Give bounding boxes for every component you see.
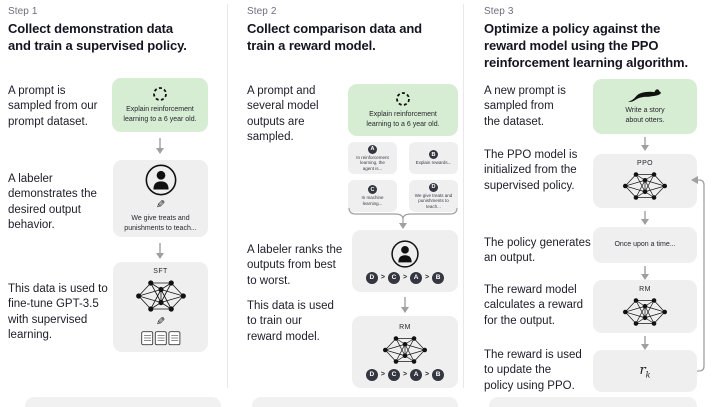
arrow-down-icon xyxy=(640,336,650,351)
bottom-card-edge xyxy=(489,397,697,407)
neural-net-icon xyxy=(135,278,187,314)
output-box-d: D We give treats and punishments to teac… xyxy=(409,180,458,212)
labeler-icon xyxy=(144,163,178,197)
pencil-icon: ✎ xyxy=(155,316,166,328)
rm-model-label: RM xyxy=(639,285,651,293)
rank-separator: > xyxy=(402,274,408,281)
bottom-card-edge xyxy=(252,397,458,407)
output-letter-badge: D xyxy=(429,182,438,192)
arrow-down-icon xyxy=(400,297,410,314)
step-2-prompt-box: Explain reinforcement learning to a 6 ye… xyxy=(348,84,458,136)
output-box-c: C In machine learning... xyxy=(348,180,397,212)
rank-separator: > xyxy=(425,274,430,281)
ppo-model-label: PPO xyxy=(637,160,653,167)
step-1-prompt-text: Explain reinforcement learning to a 6 ye… xyxy=(123,105,197,123)
step-2-train-label: This data is used to train our reward mo… xyxy=(247,300,334,343)
ranking-row: D > C > A > B xyxy=(365,271,445,284)
arrow-down-icon xyxy=(640,211,650,226)
step-1-demo-text: We give treats and punishments to teach.… xyxy=(124,215,197,232)
ranking-row: D > C > A > B xyxy=(365,368,445,381)
rank-circle: C xyxy=(387,368,400,381)
step-2-rm-box: RM D > C > A > B xyxy=(352,316,458,388)
step-3-output-label: The policy generates an output. xyxy=(484,237,591,265)
step-3-output-box: Once upon a time... xyxy=(593,227,697,263)
output-text: We give treats and punishments to teach.… xyxy=(414,192,453,209)
step-2-prompt-label: A prompt and several model outputs are s… xyxy=(247,85,319,144)
step-2-prompt-text: Explain reinforcement learning to a 6 ye… xyxy=(366,110,440,128)
arrow-down-icon xyxy=(155,243,165,260)
step-1-label: Step 1 xyxy=(8,6,38,17)
rm-model-label: RM xyxy=(399,323,411,331)
arrow-down-icon xyxy=(640,137,650,152)
step-3-prompt-label: A new prompt is sampled from the dataset… xyxy=(484,85,566,128)
neural-net-icon xyxy=(622,296,668,328)
rank-circle: D xyxy=(365,271,378,284)
step-3-prompt-text: Write a story about otters. xyxy=(625,107,665,124)
output-box-b: B Explain rewards... xyxy=(409,142,458,174)
step-3-label: Step 3 xyxy=(484,6,514,17)
step-1-prompt-label: A prompt is sampled from our prompt data… xyxy=(8,85,98,128)
arrow-down-icon xyxy=(155,138,165,155)
step-1-sft-box: SFT ✎ xyxy=(113,262,208,352)
rank-separator: > xyxy=(425,371,430,378)
step-1-finetune-label: This data is used to fine-tune GPT-3.5 w… xyxy=(8,283,108,342)
output-letter-badge: A xyxy=(368,144,377,154)
step-3-output-text: Once upon a time... xyxy=(614,241,676,249)
brace-arrow-icon xyxy=(348,207,458,231)
rank-circle: B xyxy=(432,271,445,284)
column-divider xyxy=(463,4,464,388)
step-3-rm-box: RM xyxy=(593,280,697,333)
step-2-labeler-box: D > C > A > B xyxy=(352,230,458,292)
output-letter-badge: C xyxy=(368,185,377,195)
otter-icon xyxy=(628,87,662,103)
rank-separator: > xyxy=(402,371,408,378)
sampling-icon xyxy=(395,91,411,107)
step-1-prompt-box: Explain reinforcement learning to a 6 ye… xyxy=(112,78,208,132)
step-3-reward-value-box: rk xyxy=(593,350,697,392)
labeler-icon xyxy=(390,239,420,269)
output-box-a: A In reinforcement learning, the agent i… xyxy=(348,142,397,174)
rank-circle: B xyxy=(432,368,445,381)
step-3-ppo-label: The PPO model is initialized from the su… xyxy=(484,149,578,192)
reward-symbol: rk xyxy=(639,362,651,380)
step-2-title: Collect comparison data and train a rewa… xyxy=(247,21,423,54)
rank-circle: A xyxy=(410,368,423,381)
step-3-update-label: The reward is used to update the policy … xyxy=(484,349,582,392)
neural-net-icon xyxy=(382,334,428,366)
neural-net-icon xyxy=(622,170,668,202)
feedback-loop-arrow xyxy=(689,171,715,379)
step-2-rank-label: A labeler ranks the outputs from best to… xyxy=(247,244,343,287)
rank-circle: A xyxy=(410,271,423,284)
step-3-prompt-box: Write a story about otters. xyxy=(593,79,697,134)
step-2-label: Step 2 xyxy=(247,6,277,17)
output-letter-badge: B xyxy=(429,150,438,160)
rank-circle: D xyxy=(365,368,378,381)
sft-model-label: SFT xyxy=(153,268,168,275)
sampling-icon xyxy=(152,86,168,102)
step-3-title: Optimize a policy against the reward mod… xyxy=(484,21,689,71)
rank-separator: > xyxy=(380,371,385,378)
rank-circle: C xyxy=(387,271,400,284)
documents-icon xyxy=(140,331,181,346)
step-1-title: Collect demonstration data and train a s… xyxy=(8,21,187,54)
output-text: In reinforcement learning, the agent is.… xyxy=(356,154,389,171)
step-3-ppo-box: PPO xyxy=(593,154,697,208)
output-text: Explain rewards... xyxy=(415,160,452,166)
step-1-labeler-label: A labeler demonstrates the desired outpu… xyxy=(8,173,97,232)
step-1-labeler-box: ✎ We give treats and punishments to teac… xyxy=(113,160,208,237)
pencil-icon: ✎ xyxy=(155,199,166,212)
column-divider xyxy=(227,4,228,388)
bottom-card-edge xyxy=(25,397,221,407)
output-text: In machine learning... xyxy=(361,195,384,206)
rank-separator: > xyxy=(380,274,385,281)
arrow-down-icon xyxy=(640,266,650,281)
step-3-reward-label: The reward model calculates a reward for… xyxy=(484,284,584,327)
